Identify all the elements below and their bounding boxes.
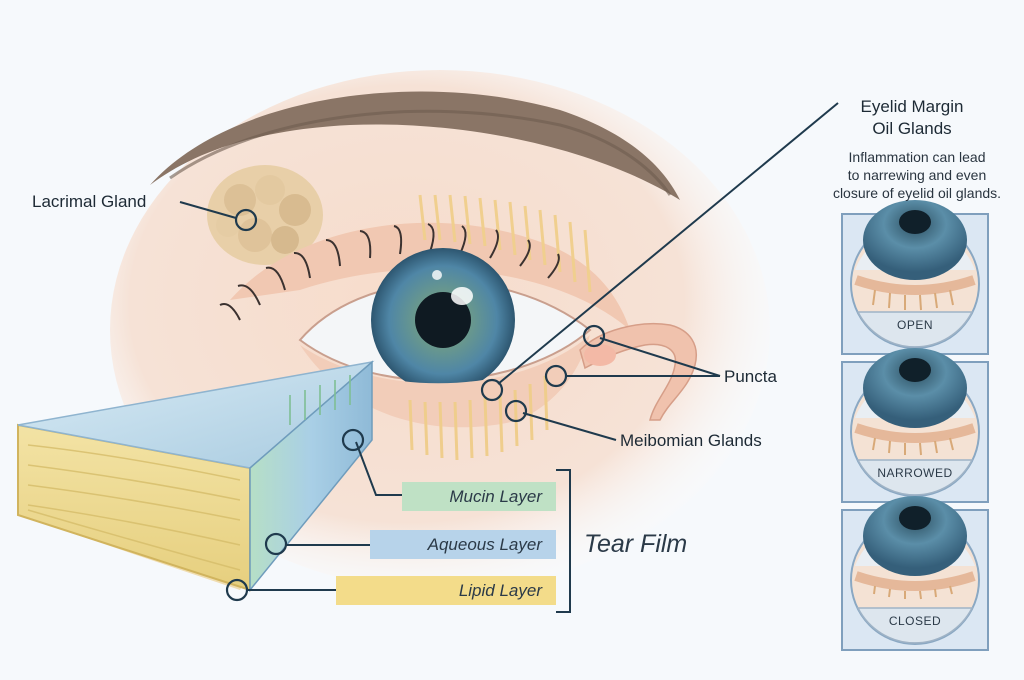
caruncle <box>584 344 616 366</box>
puncta-label: Puncta <box>724 367 777 386</box>
lipid-layer-label: Lipid Layer <box>458 581 542 600</box>
lipid-layer-bar <box>336 576 556 605</box>
callout-markers <box>225 208 606 602</box>
state-narrowed-label: NARROWED <box>877 466 953 480</box>
eyelid-note-line1: Inflammation can lead <box>848 149 986 165</box>
eye-highlight <box>451 287 473 305</box>
meibomian-glands-label: Meibomian Glands <box>620 431 762 450</box>
mucin-layer-label: Mucin Layer <box>449 487 542 506</box>
aqueous-layer-bar <box>370 530 556 559</box>
leader-lines <box>179 102 839 613</box>
eyelid-margin-note: Inflammation can lead to narrewing and e… <box>816 148 1018 202</box>
state-closed-label: CLOSED <box>888 614 942 628</box>
meibomian-stripes-upper <box>418 194 592 293</box>
panel-closed <box>841 496 989 651</box>
eyelid-margin-title-line1: Eyelid Margin <box>860 97 964 116</box>
tear-film-block <box>17 360 375 593</box>
eyelid-margin-title: Eyelid Margin Oil Glands <box>838 96 986 140</box>
panel-narrowed <box>841 348 989 503</box>
pupil <box>415 292 471 348</box>
gland-state-panels <box>841 200 989 651</box>
eyebrow-hair <box>169 109 672 196</box>
tear-film-label: Tear Film <box>584 530 688 558</box>
state-open-label: OPEN <box>896 318 933 332</box>
lacrimal-gland-label: Lacrimal Gland <box>32 192 147 211</box>
aqueous-layer-label: Aqueous Layer <box>427 535 542 554</box>
eyelid-margin-title-line2: Oil Glands <box>872 119 952 138</box>
lacrimal-gland-shape <box>207 165 323 265</box>
eyelid-note-line2: to narrewing and even <box>847 167 987 183</box>
meibomian-stripes-lower <box>408 375 549 461</box>
eyebrow <box>150 91 680 200</box>
mucin-layer-bar <box>402 482 556 511</box>
eyelid-note-line3: closure of eyelid oil glands. <box>832 185 1002 201</box>
